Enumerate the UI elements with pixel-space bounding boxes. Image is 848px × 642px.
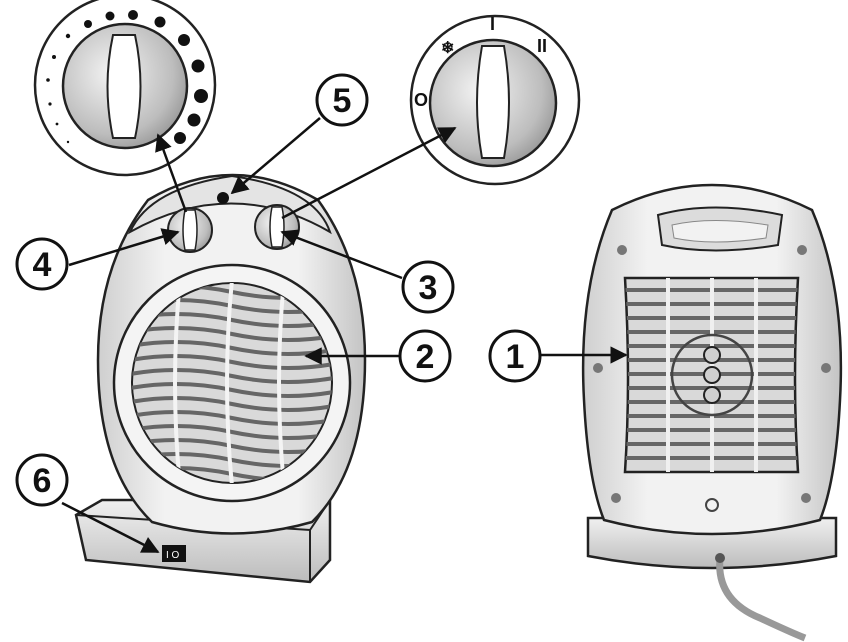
heater-back-view xyxy=(581,183,843,642)
mode-mark-low: I xyxy=(490,14,495,34)
thermostat-knob-zoom xyxy=(33,0,217,177)
leader-4b xyxy=(155,133,188,213)
mode-mark-off: O xyxy=(414,90,428,110)
callout-6-label: 6 xyxy=(33,462,52,500)
callout-3-label: 3 xyxy=(419,269,438,307)
mode-knob-zoom: ❄ I II O xyxy=(409,14,581,186)
leader-3 xyxy=(280,229,403,280)
indicator-light xyxy=(217,192,229,204)
heater-front-view: I O xyxy=(74,173,367,584)
mode-mark-high: II xyxy=(537,36,547,56)
leader-5 xyxy=(230,117,321,195)
power-switch-symbol: I O xyxy=(166,550,180,561)
thermostat-scale-dots xyxy=(46,10,208,144)
power-cord xyxy=(716,557,807,642)
callout-2-label: 2 xyxy=(416,338,435,376)
callout-4: 4 xyxy=(15,237,69,291)
callout-4-label: 4 xyxy=(33,246,52,284)
callout-3: 3 xyxy=(401,260,455,314)
callout-2: 2 xyxy=(398,329,452,383)
power-switch[interactable]: I O xyxy=(162,545,186,562)
callout-5-label: 5 xyxy=(333,82,352,120)
leader-3b xyxy=(281,126,457,220)
callout-5: 5 xyxy=(315,73,369,127)
unit-thermostat-knob[interactable] xyxy=(167,207,213,253)
callout-1: 1 xyxy=(488,329,542,383)
leader-6 xyxy=(61,501,160,554)
leader-4 xyxy=(68,228,180,267)
callout-1-label: 1 xyxy=(506,338,525,376)
back-screws xyxy=(593,245,831,503)
mode-mark-fan: ❄ xyxy=(441,40,454,57)
callout-6: 6 xyxy=(15,453,69,507)
back-vent-holes xyxy=(703,346,721,404)
